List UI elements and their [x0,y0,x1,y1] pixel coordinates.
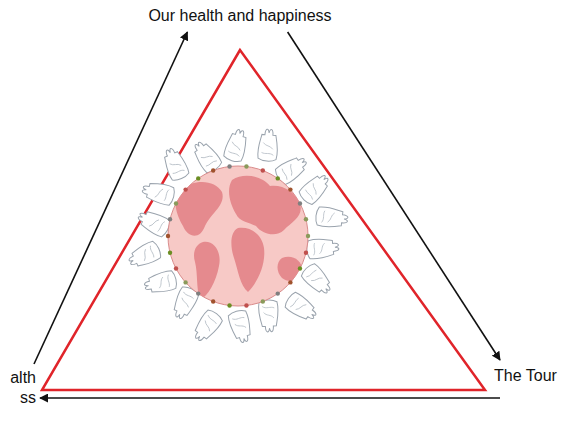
globe-dot [183,280,187,284]
globe-dot [174,201,178,205]
plastic-bag [190,308,225,345]
globe [166,164,310,307]
globe-dot [261,299,265,303]
globe-dot [276,291,280,295]
globe-disc [168,166,308,306]
globe-dot [244,164,248,168]
globe-dot [276,176,280,180]
plastic-bag [227,309,254,345]
plastic-bag [297,170,333,206]
flow-arrow [34,32,187,364]
globe-dot [196,176,200,180]
globe-dot [227,164,231,168]
label-text: Our health and happiness [148,6,331,26]
plastic-bag [257,129,279,162]
flow-arrow [288,32,500,360]
globe-dot [168,217,172,221]
corner-label: alth ss [2,366,38,410]
plastic-bag [306,237,340,259]
plastic-bag [299,262,335,299]
label-text: The Tour [494,366,557,386]
globe-dot [304,251,308,255]
globe-dot [211,299,215,303]
plastic-bag [283,290,320,324]
plastic-bag [135,207,172,239]
corner-label: Our health and happiness [142,2,337,30]
globe-dot [244,303,248,307]
globe-dot [227,303,231,307]
globe-dot [168,251,172,255]
globe-dot [261,168,265,172]
globe-dot [298,201,302,205]
label-text: alth ss [2,368,36,408]
plastic-bag [315,206,349,229]
plastic-bag [140,179,176,206]
flow-arrow [40,397,500,399]
globe-dot [298,266,302,270]
continents [176,176,302,300]
globe-dot [304,217,308,221]
globe-dot [174,266,178,270]
red-triangle [42,50,485,390]
globe-dot [166,234,170,238]
plastic-bag [258,299,279,332]
globe-dot [288,187,292,191]
plastic-bag [143,270,179,296]
globe-dots [166,164,310,307]
globe-dot [183,187,187,191]
plastic-bag [222,127,250,163]
globe-dot [288,280,292,284]
plastic-bag [126,240,163,271]
corner-label: The Tour [490,362,561,398]
globe-dot [196,291,200,295]
globe-dot [211,168,215,172]
plastic-bags [126,127,349,345]
globe-dot [306,234,310,238]
plastic-bag [160,145,191,182]
